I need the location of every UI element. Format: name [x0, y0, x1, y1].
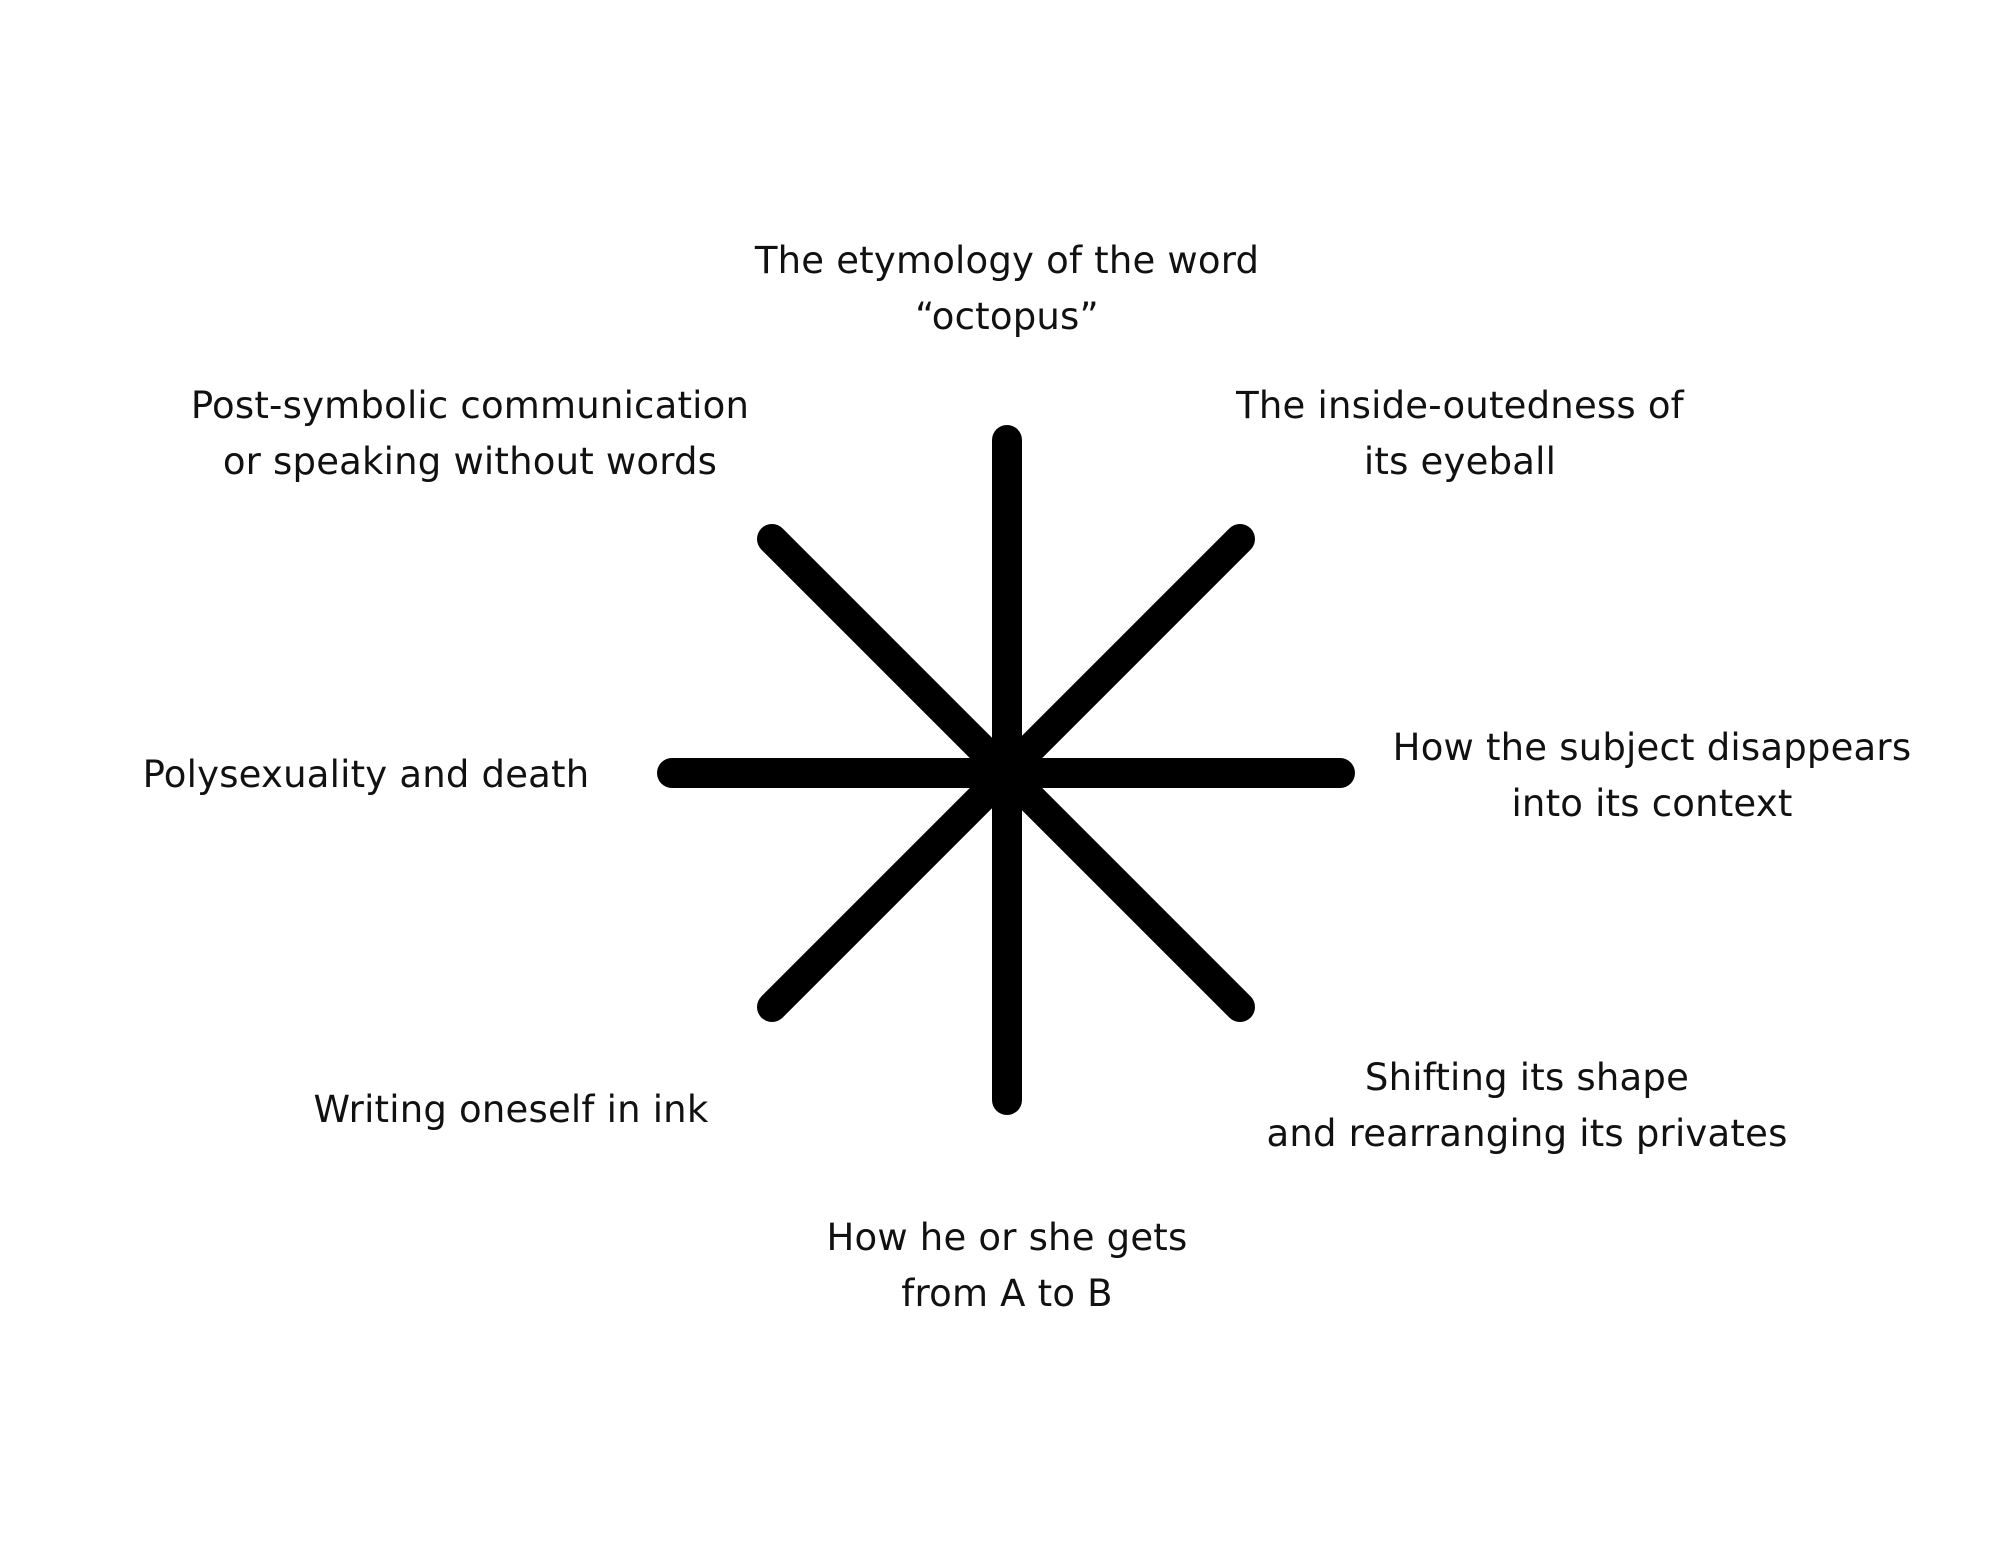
- label-top-left: Post-symbolic communication or speaking …: [191, 378, 749, 490]
- label-line: How he or she gets: [826, 1216, 1188, 1259]
- label-bottom: How he or she gets from A to B: [827, 1210, 1188, 1322]
- label-bottom-left: Writing oneself in ink: [314, 1082, 709, 1138]
- label-line: Writing oneself in ink: [313, 1088, 709, 1131]
- label-line: The etymology of the word: [754, 239, 1260, 282]
- label-right: How the subject disappears into its cont…: [1393, 720, 1912, 832]
- label-line: “octopus”: [915, 295, 1099, 338]
- label-top-right: The inside-outedness of its eyeball: [1236, 378, 1684, 490]
- label-line: and rearranging its privates: [1266, 1112, 1788, 1155]
- label-left: Polysexuality and death: [143, 747, 590, 803]
- label-line: or speaking without words: [222, 440, 718, 483]
- label-line: into its context: [1511, 782, 1793, 825]
- arm-diagonal-up: [757, 524, 1255, 1022]
- label-line: Polysexuality and death: [142, 753, 590, 796]
- label-line: The inside-outedness of: [1236, 384, 1684, 427]
- label-line: Post-symbolic communication: [190, 384, 750, 427]
- label-line: from A to B: [901, 1272, 1113, 1315]
- label-line: How the subject disappears: [1392, 726, 1912, 769]
- label-top: The etymology of the word “octopus”: [755, 233, 1259, 345]
- label-line: Shifting its shape: [1364, 1056, 1690, 1099]
- label-bottom-right: Shifting its shape and rearranging its p…: [1266, 1050, 1787, 1162]
- label-line: its eyeball: [1363, 440, 1557, 483]
